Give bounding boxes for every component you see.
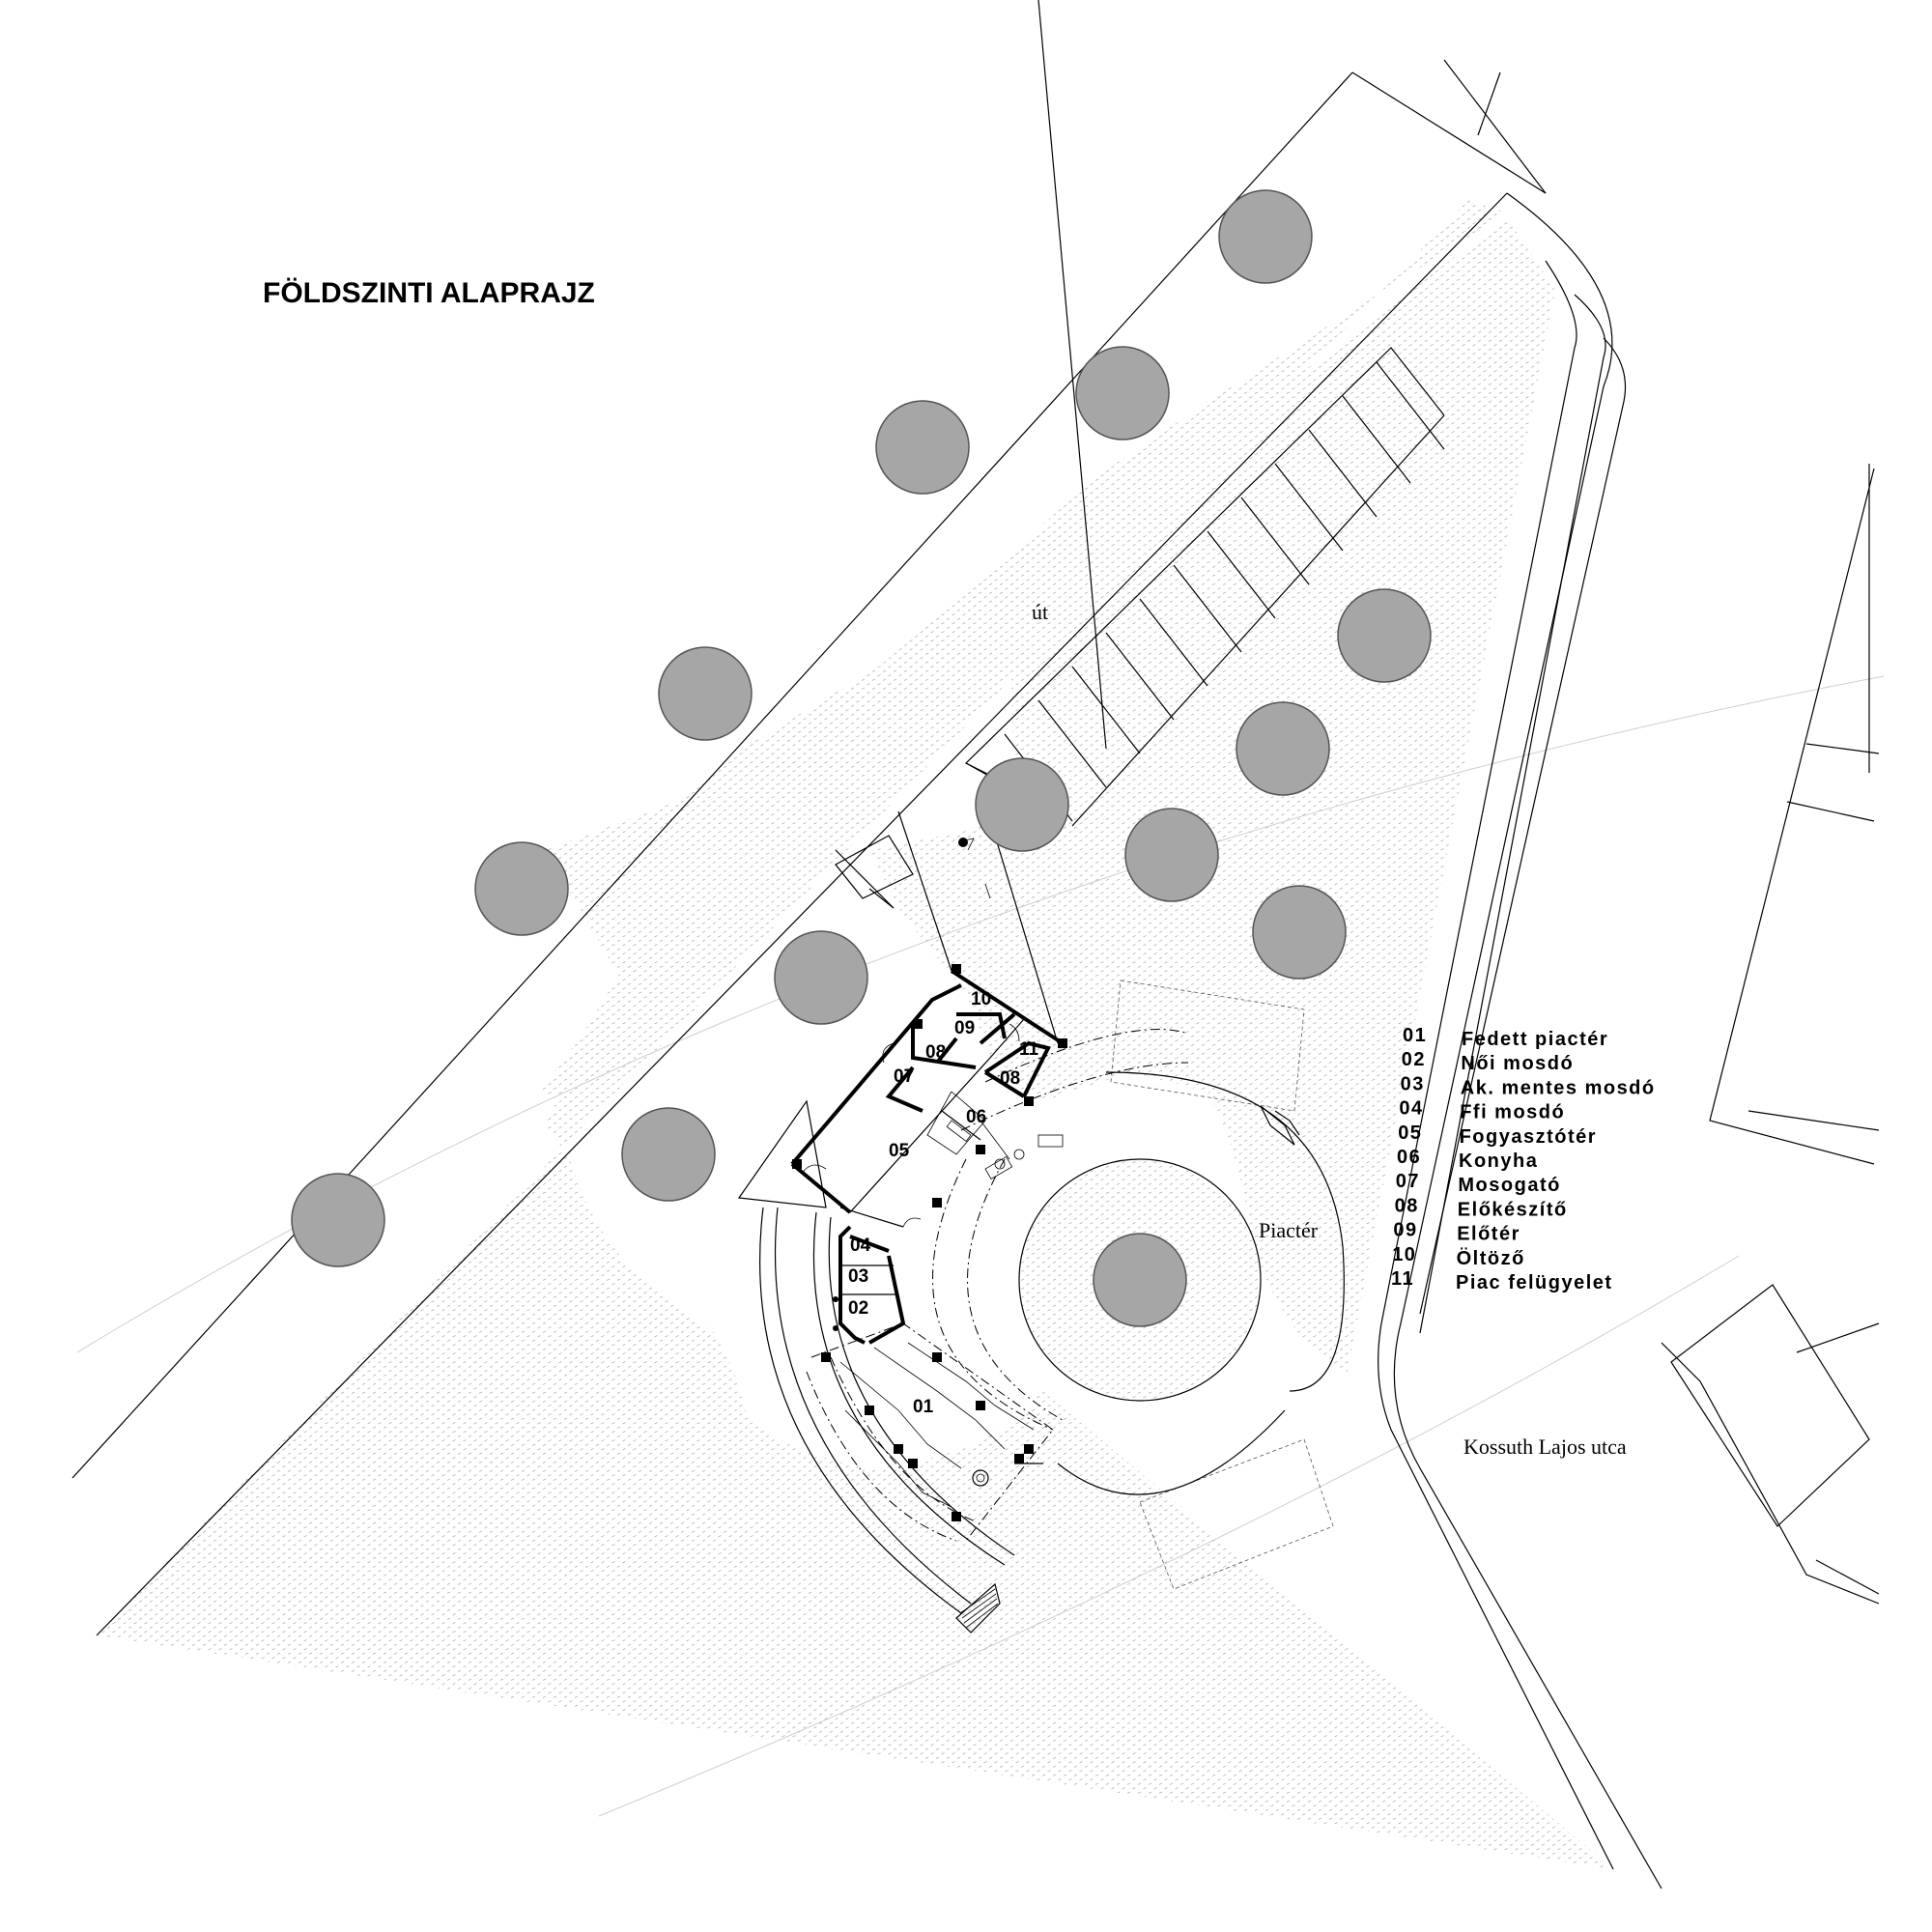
legend-name: Fogyasztótér bbox=[1460, 1126, 1597, 1148]
legend-item: 11 Piac felügyelet bbox=[1391, 1268, 1613, 1293]
room-legend: 01 Fedett piactér 02 Női mosdó 03 Ak. mentes … bbox=[1391, 1025, 1656, 1293]
trees bbox=[291, 189, 1432, 1327]
room-number: 06 bbox=[966, 1107, 986, 1127]
legend-name: Előkészítő bbox=[1458, 1199, 1568, 1220]
legend-code: 08 bbox=[1395, 1195, 1419, 1216]
square-label: Piactér bbox=[1259, 1218, 1319, 1242]
tree-icon bbox=[1218, 189, 1313, 284]
tree-icon bbox=[658, 646, 753, 741]
legend-name: Mosogató bbox=[1458, 1175, 1560, 1196]
square-ring bbox=[932, 1029, 1345, 1495]
legend-item: 04 Ffi mosdó bbox=[1399, 1098, 1565, 1123]
room-number: 09 bbox=[954, 1018, 975, 1038]
tree-icon bbox=[621, 1107, 716, 1202]
tree-icon bbox=[1236, 701, 1330, 796]
room-number: 10 bbox=[971, 989, 991, 1009]
legend-item: 10 Öltöző bbox=[1392, 1244, 1525, 1269]
page-title: FÖLDSZINTI ALAPRAJZ bbox=[263, 277, 595, 309]
legend-name: Ak. mentes mosdó bbox=[1461, 1077, 1656, 1098]
tree-icon bbox=[975, 757, 1069, 852]
survey-point-icon bbox=[958, 838, 968, 847]
terrace-areas bbox=[1110, 980, 1334, 1590]
legend-name: Konyha bbox=[1459, 1151, 1538, 1172]
legend-code: 06 bbox=[1397, 1147, 1421, 1168]
legend-name: Ffi mosdó bbox=[1460, 1102, 1565, 1123]
room-number: 04 bbox=[850, 1236, 871, 1256]
room-number: 05 bbox=[889, 1141, 910, 1161]
legend-code: 09 bbox=[1393, 1220, 1417, 1241]
legend-code: 03 bbox=[1401, 1073, 1425, 1094]
legend-name: Piac felügyelet bbox=[1456, 1272, 1613, 1293]
legend-name: Fedett piactér bbox=[1462, 1029, 1608, 1050]
legend-item: 01 Fedett piactér bbox=[1403, 1025, 1608, 1050]
legend-item: 08 Előkészítő bbox=[1395, 1195, 1568, 1220]
room-number: 07 bbox=[894, 1066, 914, 1087]
steps bbox=[955, 1105, 1295, 1634]
road-label: út bbox=[1032, 600, 1048, 624]
tree-icon bbox=[875, 400, 970, 495]
road bbox=[71, 59, 1547, 1636]
room-number: 11 bbox=[1019, 1039, 1039, 1060]
room-number: 08 bbox=[1000, 1068, 1020, 1089]
legend-item: 03 Ak. mentes mosdó bbox=[1401, 1073, 1656, 1098]
legend-code: 02 bbox=[1402, 1049, 1426, 1070]
legend-name: Női mosdó bbox=[1461, 1053, 1574, 1074]
market-arcs bbox=[737, 1099, 1015, 1614]
room-number: 08 bbox=[925, 1042, 946, 1063]
legend-code: 05 bbox=[1398, 1122, 1422, 1144]
entrance-path bbox=[835, 810, 1059, 1044]
legend-name: Öltöző bbox=[1457, 1247, 1525, 1269]
legend-item: 06 Konyha bbox=[1397, 1147, 1538, 1172]
street bbox=[1378, 192, 1662, 1889]
room-number: 03 bbox=[848, 1266, 868, 1287]
legend-name: Előtér bbox=[1457, 1224, 1520, 1245]
building bbox=[790, 964, 1067, 1345]
tree-icon bbox=[474, 841, 569, 936]
tree-icon bbox=[1075, 346, 1170, 440]
room-numbers: 10 09 08 11 07 08 06 05 04 03 02 01 bbox=[848, 989, 1039, 1417]
tree-icon bbox=[1093, 1233, 1187, 1327]
faint-contour bbox=[598, 1255, 1740, 1817]
legend-item: 02 Női mosdó bbox=[1402, 1049, 1574, 1074]
hatched-paving bbox=[97, 200, 1613, 1869]
tree-icon bbox=[774, 930, 868, 1025]
legend-code: 07 bbox=[1396, 1171, 1420, 1192]
legend-code: 01 bbox=[1403, 1025, 1427, 1046]
market-stalls bbox=[810, 1322, 1054, 1542]
legend-code: 10 bbox=[1392, 1244, 1416, 1265]
room-number: 02 bbox=[848, 1298, 868, 1319]
legend-item: 09 Előtér bbox=[1393, 1220, 1520, 1245]
legend-code: 04 bbox=[1399, 1098, 1423, 1120]
legend-item: 05 Fogyasztótér bbox=[1398, 1122, 1597, 1148]
street-label: Kossuth Lajos utca bbox=[1463, 1435, 1627, 1459]
legend-code: 11 bbox=[1391, 1268, 1414, 1290]
tree-icon bbox=[1337, 588, 1432, 683]
legend-item: 07 Mosogató bbox=[1396, 1171, 1560, 1196]
neighbour-buildings bbox=[1661, 464, 1880, 1605]
tree-icon bbox=[291, 1173, 385, 1267]
room-number: 01 bbox=[913, 1397, 934, 1417]
tree-icon bbox=[1252, 885, 1347, 980]
tree-icon bbox=[1124, 808, 1219, 902]
